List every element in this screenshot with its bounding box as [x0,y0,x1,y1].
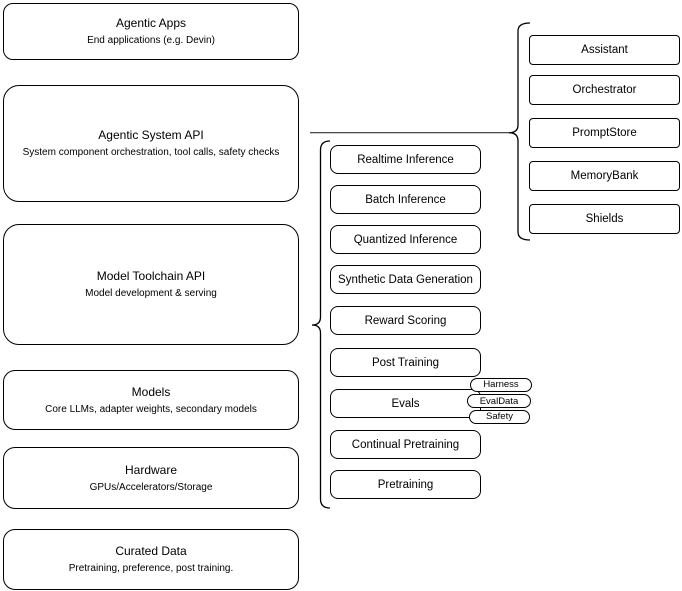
node-reward-scoring: Reward Scoring [330,306,481,335]
tag-evaldata: EvalData [467,394,531,408]
node-quantized-inference: Quantized Inference [330,225,481,254]
node-realtime-inference: Realtime Inference [330,145,481,174]
node-continual-pretraining: Continual Pretraining [330,430,481,459]
node-title: Models [131,384,171,399]
brace-components-group [508,22,531,241]
node-orchestrator: Orchestrator [529,75,680,105]
node-agentic-apps: Agentic Apps End applications (e.g. Devi… [3,3,299,60]
node-pretraining: Pretraining [330,470,481,499]
node-hardware: Hardware GPUs/Accelerators/Storage [3,447,299,509]
node-subtitle: Core LLMs, adapter weights, secondary mo… [45,403,257,415]
node-subtitle: Model development & serving [85,288,217,299]
node-title: Curated Data [115,544,187,558]
node-models: Models Core LLMs, adapter weights, secon… [3,370,299,430]
node-subtitle: GPUs/Accelerators/Storage [89,481,213,493]
tag-safety: Safety [469,410,530,424]
node-assistant: Assistant [529,35,680,65]
node-shields: Shields [529,204,680,234]
node-agentic-system-api: Agentic System API System component orch… [3,85,299,202]
node-post-training: Post Training [330,348,481,377]
brace-toolchain-group [311,140,331,509]
node-evals: Evals [330,389,481,418]
node-subtitle: Pretraining, preference, post training. [68,563,234,574]
node-title: Agentic System API [98,128,204,142]
node-subtitle: End applications (e.g. Devin) [87,35,215,46]
node-memorybank: MemoryBank [529,161,680,191]
node-subtitle: System component orchestration, tool cal… [22,147,280,158]
node-title: Model Toolchain API [96,269,206,283]
node-title: Agentic Apps [115,16,187,30]
node-title: Hardware [124,462,178,477]
node-model-toolchain-api: Model Toolchain API Model development & … [3,224,299,345]
node-batch-inference: Batch Inference [330,185,481,214]
node-synthetic-data-generation: Synthetic Data Generation [330,265,481,294]
node-promptstore: PromptStore [529,118,680,148]
node-curated-data: Curated Data Pretraining, preference, po… [3,529,299,590]
tag-harness: Harness [470,378,532,392]
